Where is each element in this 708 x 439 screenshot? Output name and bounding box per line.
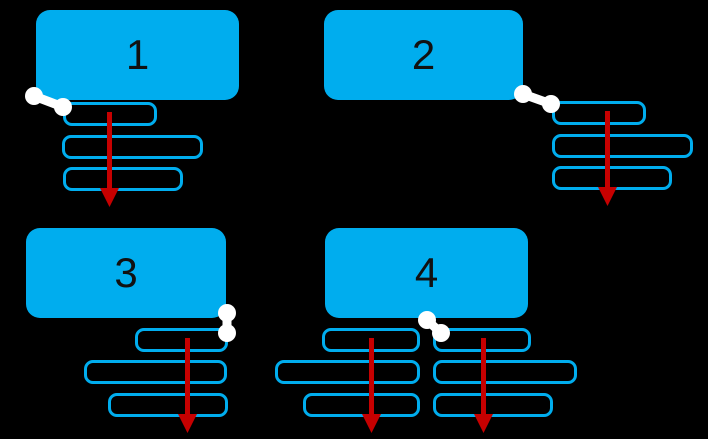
callout-box-2[interactable]: 2	[324, 10, 523, 100]
callout-label-4: 4	[414, 249, 439, 296]
callout-label-3: 3	[114, 249, 138, 296]
callout-box-1[interactable]: 1	[36, 10, 239, 100]
text-bar	[63, 167, 183, 191]
text-bar	[108, 393, 228, 417]
callout-box-3[interactable]: 3	[26, 228, 226, 318]
text-bar	[322, 328, 420, 352]
flow-arrow	[597, 111, 617, 206]
connector-node-start[interactable]	[218, 304, 236, 322]
connector-node-end[interactable]	[542, 95, 560, 113]
flow-arrow	[177, 338, 197, 433]
flow-arrow	[99, 112, 119, 207]
anchor-connector-3[interactable]	[216, 302, 238, 344]
text-bar	[433, 393, 553, 417]
text-bar	[84, 360, 227, 384]
text-bar	[552, 134, 693, 158]
connector-node-end[interactable]	[218, 324, 236, 342]
callout-label-2: 2	[411, 31, 436, 78]
connector-node-end[interactable]	[54, 98, 72, 116]
anchor-connector-2[interactable]	[512, 83, 562, 115]
text-bar	[275, 360, 420, 384]
connector-node-start[interactable]	[25, 87, 43, 105]
text-bar	[62, 135, 203, 159]
connector-node-start[interactable]	[514, 85, 532, 103]
flow-arrow	[361, 338, 381, 433]
text-bar	[135, 328, 228, 352]
text-bar	[63, 102, 157, 126]
text-bar	[552, 166, 672, 190]
connector-node-start[interactable]	[418, 311, 436, 329]
callout-label-1: 1	[125, 31, 150, 78]
connector-node-end[interactable]	[432, 324, 450, 342]
anchor-connector-4[interactable]	[416, 309, 452, 344]
callout-box-4[interactable]: 4	[325, 228, 528, 318]
text-bar	[433, 360, 577, 384]
flow-arrow	[473, 338, 493, 433]
anchor-connector-1[interactable]	[23, 85, 74, 118]
text-bar	[303, 393, 420, 417]
text-bar	[552, 101, 646, 125]
